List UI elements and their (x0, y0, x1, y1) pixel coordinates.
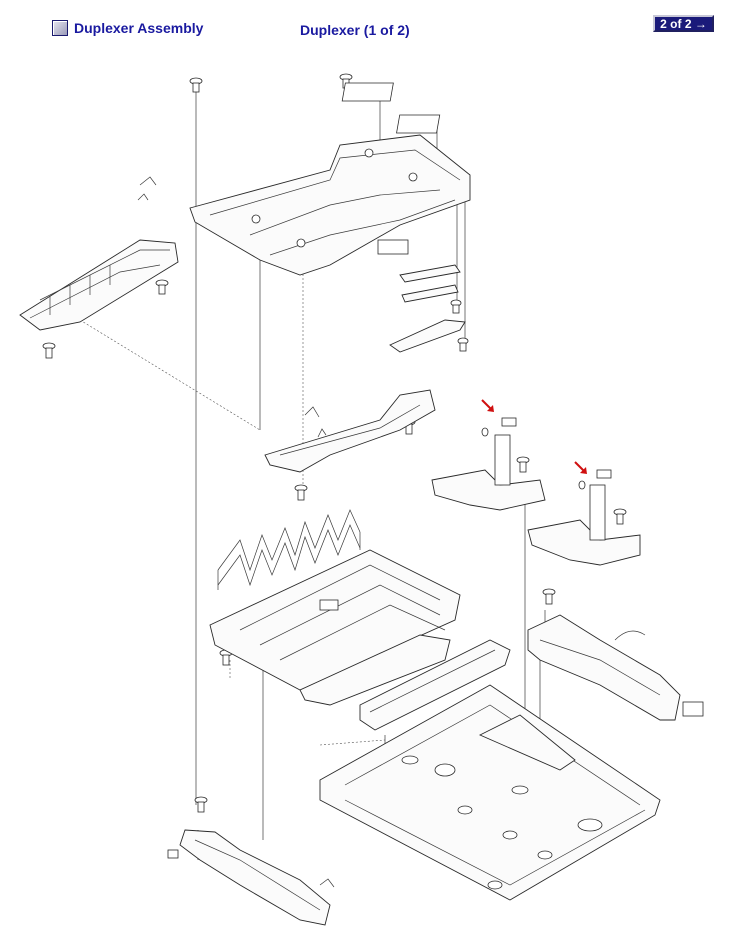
base-frame (319, 684, 661, 901)
right-strips (389, 264, 466, 353)
duplexer-assembly-link[interactable]: Duplexer Assembly (52, 18, 203, 38)
paper-guide-comb (217, 509, 361, 590)
screw-top-left (189, 77, 203, 93)
square-button-icon (52, 20, 68, 36)
left-side-frame (167, 829, 335, 926)
duplexer-assembly-label: Duplexer Assembly (74, 20, 204, 36)
middle-bracket (264, 389, 436, 473)
right-side-frame (527, 614, 704, 721)
top-cover-plate (189, 82, 471, 276)
long-rail (359, 639, 511, 731)
next-page-button[interactable]: 2 of 2 → (653, 15, 714, 32)
screw-left-bracket (42, 279, 169, 359)
exploded-parts-diagram (19, 73, 704, 926)
left-rail-bracket (19, 176, 179, 331)
red-arrow-icon (481, 399, 587, 474)
left-arm-assembly (431, 417, 546, 511)
duplex-tray-plate (209, 549, 461, 706)
page-title: Duplexer (1 of 2) (300, 22, 410, 38)
right-arm-assembly (527, 469, 641, 566)
